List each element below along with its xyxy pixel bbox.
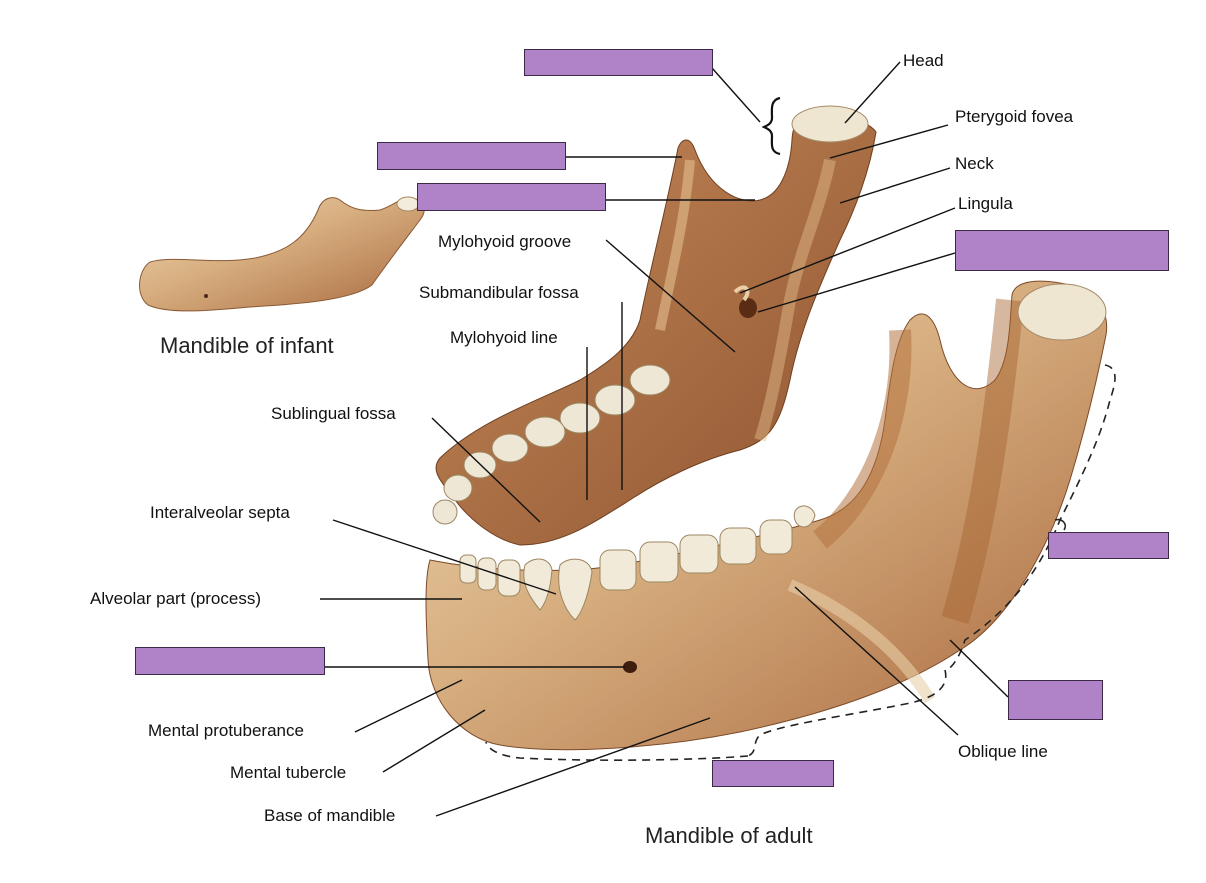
condylar-brace [761, 96, 781, 156]
body-dashed-outline [485, 669, 947, 761]
label-lingula: Lingula [958, 194, 1013, 213]
label-alveolar-part: Alveolar part (process) [90, 589, 262, 608]
label-submandibular-fossa: Submandibular fossa [419, 283, 579, 302]
label-interalveolar-septa: Interalveolar septa [150, 503, 290, 522]
leader-lines [320, 61, 1009, 817]
label-oblique-line: Oblique line [958, 742, 1048, 761]
label-mylohyoid-line: Mylohyoid line [450, 328, 558, 347]
label-mylohyoid-groove: Mylohyoid groove [438, 232, 572, 251]
angle-blank[interactable] [1008, 680, 1103, 720]
label-mental-protuberance: Mental protuberance [148, 721, 304, 740]
ramus-blank[interactable] [1048, 532, 1169, 559]
mental-foramen-blank[interactable] [135, 647, 325, 675]
medial-teeth-row [432, 364, 671, 525]
label-neck: Neck [955, 154, 994, 173]
coronoid-process-blank[interactable] [377, 142, 566, 170]
label-pterygoid-fovea: Pterygoid fovea [955, 107, 1074, 126]
infant-mandible [139, 197, 425, 312]
condylar-process-blank[interactable] [524, 49, 713, 76]
mandibular-notch-blank[interactable] [417, 183, 606, 211]
body-blank[interactable] [712, 760, 834, 787]
label-base-of-mandible: Base of mandible [264, 806, 396, 825]
label-sublingual-fossa: Sublingual fossa [271, 404, 396, 423]
label-mental-tubercle: Mental tubercle [230, 763, 347, 782]
label-head: Head [903, 51, 944, 70]
caption-adult: Mandible of adult [645, 823, 813, 848]
adult-teeth-row [459, 505, 816, 621]
caption-infant: Mandible of infant [160, 333, 334, 358]
mandibular-foramen-blank[interactable] [955, 230, 1169, 271]
